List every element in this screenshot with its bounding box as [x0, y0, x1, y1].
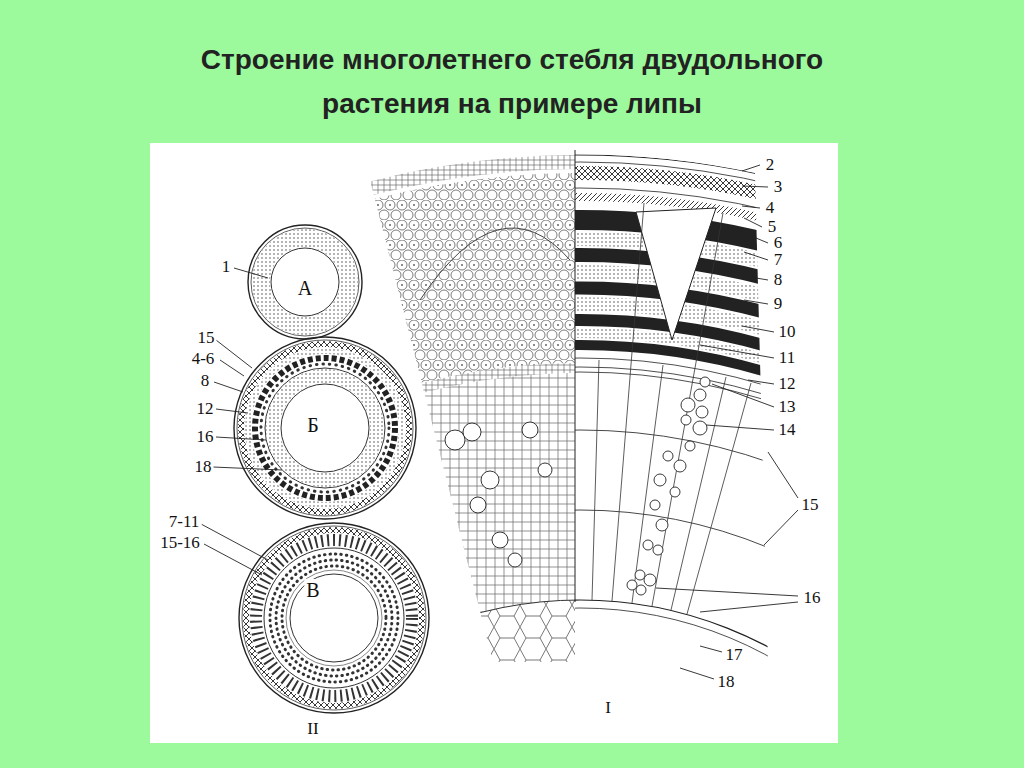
callout-number: 8 — [199, 372, 212, 390]
callout-number: 17 — [724, 646, 745, 664]
callout-number: 10 — [777, 323, 798, 341]
stage-circle: Б — [233, 336, 417, 520]
half-divider — [575, 150, 576, 602]
callout-number: 15 — [800, 496, 821, 514]
callout-number: 18 — [716, 673, 737, 691]
stage-b-section — [233, 336, 417, 520]
stage-a-section — [247, 224, 363, 340]
circle-outline — [233, 336, 417, 520]
callout-number: 9 — [772, 295, 785, 313]
stage-letter: В — [304, 579, 321, 601]
callout-number: 4 — [764, 199, 777, 217]
callout-number: 3 — [772, 178, 785, 196]
stage-circle: В — [238, 522, 430, 714]
callout-number: 15 — [196, 329, 217, 347]
callout-number: 12 — [195, 400, 216, 418]
callout-number: 12 — [777, 375, 798, 393]
stem-sector — [0, 140, 1024, 768]
callout-number: 15-16 — [158, 534, 202, 552]
callout-number: 13 — [777, 398, 798, 416]
circle-outline — [238, 522, 430, 714]
callout-number: 14 — [777, 421, 798, 439]
slide-title: Строение многолетнего стебля двудольного… — [162, 38, 862, 126]
callout-number: 8 — [772, 271, 785, 289]
callout-number: 18 — [193, 458, 214, 476]
callout-number: 11 — [777, 349, 797, 367]
callout-number: 1 — [220, 258, 233, 276]
callout-number: I — [603, 699, 613, 717]
callout-number: II — [305, 720, 320, 738]
stage-letter: Б — [305, 414, 320, 436]
stage-circle: А — [247, 224, 363, 340]
callout-number: 2 — [764, 156, 777, 174]
leader-lines — [201, 165, 798, 679]
callout-number: 7-11 — [167, 513, 202, 531]
callout-number: 7 — [772, 251, 785, 269]
stage-v-section — [238, 522, 430, 714]
callout-number: 6 — [772, 234, 785, 252]
stage-letter: А — [296, 277, 314, 299]
callout-number: 16 — [802, 589, 823, 607]
callout-number: 4-6 — [190, 350, 217, 368]
callout-number: 16 — [195, 428, 216, 446]
